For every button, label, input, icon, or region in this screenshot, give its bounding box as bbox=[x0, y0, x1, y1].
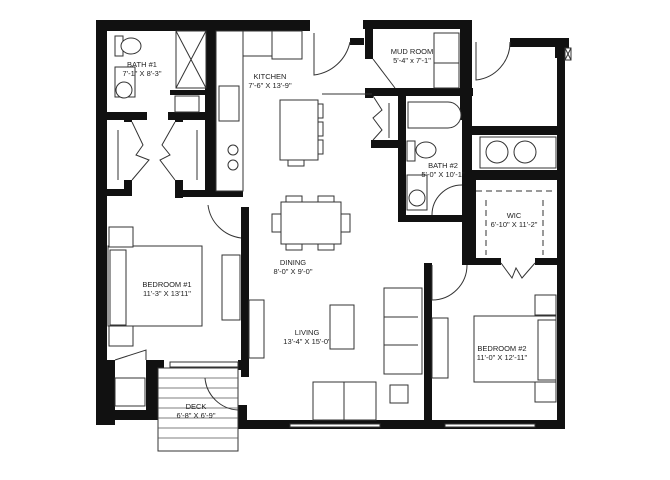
room-dims: 8'-0" X 9'-0" bbox=[273, 267, 313, 276]
room-dims: 11'-3" X 13'11" bbox=[143, 289, 191, 298]
room-name: LIVING bbox=[294, 328, 320, 337]
room-dims: 11'-0" X 12'-11" bbox=[476, 353, 528, 362]
room-dims: 13'-4" X 15'-0" bbox=[283, 337, 331, 346]
room-name: BATH #2 bbox=[428, 161, 458, 170]
room-dims: 7'-6" X 13'-9" bbox=[248, 81, 292, 90]
room-dims: 5'-0" X 10'-1" bbox=[421, 170, 465, 179]
room-name: DECK bbox=[185, 402, 207, 411]
room-label-dining: DINING 8'-0" X 9'-0" bbox=[273, 258, 312, 276]
room-label-bedroom2: BEDROOM #2 11'-0" X 12'-11" bbox=[477, 344, 527, 362]
room-label-mudroom: MUD ROOM 5'-4" x 7'-1" bbox=[391, 47, 434, 65]
room-name: BATH #1 bbox=[127, 60, 157, 69]
room-name: DINING bbox=[279, 258, 307, 267]
room-name: KITCHEN bbox=[253, 72, 287, 81]
fixtures bbox=[107, 30, 572, 452]
room-dims: 5'-4" x 7'-1" bbox=[393, 56, 431, 65]
room-label-kitchen: KITCHEN 7'-6" X 13'-9" bbox=[248, 72, 291, 90]
room-name: WIC bbox=[506, 211, 522, 220]
walls bbox=[96, 20, 569, 429]
room-label-bath2: BATH #2 5'-0" X 10'-1" bbox=[421, 161, 464, 179]
room-label-bath1: BATH #1 7'-1" X 8'-3" bbox=[122, 60, 161, 78]
room-dims: 6'-10" X 11'-2" bbox=[490, 220, 538, 229]
room-name: BEDROOM #2 bbox=[477, 344, 527, 353]
room-name: BEDROOM #1 bbox=[142, 280, 192, 289]
room-dims: 6'-8" X 6'-9" bbox=[176, 411, 216, 420]
room-label-deck: DECK 6'-8" X 6'-9" bbox=[176, 402, 215, 420]
room-dims: 7'-1" X 8'-3" bbox=[122, 69, 162, 78]
room-name: MUD ROOM bbox=[390, 47, 434, 56]
room-label-wic: WIC 6'-10" X 11'-2" bbox=[491, 211, 538, 229]
room-label-bedroom1: BEDROOM #1 11'-3" X 13'11" bbox=[142, 280, 191, 298]
room-label-living: LIVING 13'-4" X 15'-0" bbox=[283, 328, 330, 346]
